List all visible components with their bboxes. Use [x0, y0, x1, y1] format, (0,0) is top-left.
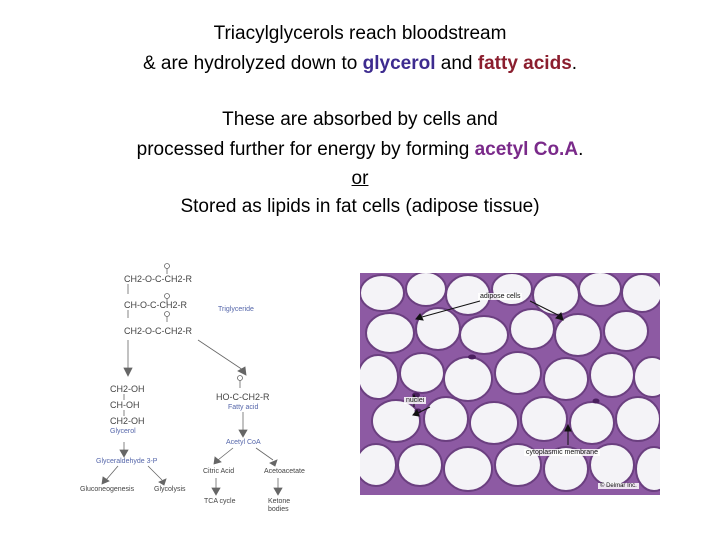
glyceraldehyde-label: Glyceraldehyde 3-P [96, 458, 158, 465]
tca-cycle-label: TCA cycle [204, 498, 236, 505]
nuclei-annotation: nuclei [404, 397, 427, 404]
text-segment: & are hydrolyzed down to [142, 53, 363, 74]
acetyl-coa-label: Acetyl CoA [226, 439, 261, 446]
text-segment: . [578, 139, 584, 160]
gluconeogenesis-label: Gluconeogenesis [80, 486, 135, 493]
glycerol-row-2: CH-OH [110, 400, 140, 410]
triglyceride-breakdown-diagram: CH2-O-C-CH2-R CH-O-C-CH2-R CH2-O-C-CH2-R… [78, 260, 358, 520]
glycerol-term: glycerol [362, 53, 436, 74]
fatty-acid-formula: HO-C-CH2-R [216, 392, 270, 402]
copyright-notice: © Delmar Inc. [598, 483, 639, 489]
text-segment: . [571, 53, 578, 74]
glycerol-row-1: CH2-OH [110, 384, 145, 394]
triglyceride-row-2: CH-O-C-CH2-R [124, 300, 187, 310]
cytoplasmic-membrane-annotation: cytoplasmic membrane [524, 449, 600, 456]
triglyceride-label: Triglyceride [218, 306, 254, 313]
or-connector: or [351, 168, 369, 189]
body-line-2: processed further for energy by forming … [0, 138, 720, 162]
acetoacetate-label: Acetoacetate [264, 468, 305, 475]
ketone-label: Ketone [268, 498, 291, 505]
adipose-tissue-micrograph: adipose cells nuclei cytoplasmic membran… [360, 273, 660, 495]
heading-line-2: & are hydrolyzed down to glycerol and fa… [0, 52, 720, 76]
body-line-1: These are absorbed by cells and [222, 109, 498, 130]
triglyceride-row-1: CH2-O-C-CH2-R [124, 274, 192, 284]
body-line-3: Stored as lipids in fat cells (adipose t… [180, 196, 540, 217]
glycerol-row-3: CH2-OH [110, 416, 145, 426]
acetyl-coa-term: acetyl Co.A [474, 139, 579, 160]
triglyceride-row-3: CH2-O-C-CH2-R [124, 326, 192, 336]
heading-line-1: Triacylglycerols reach bloodstream [213, 23, 507, 44]
citric-acid-label: Citric Acid [203, 468, 235, 475]
text-segment: processed further for energy by forming [136, 139, 475, 160]
glycerol-label: Glycerol [110, 428, 136, 435]
micrograph-cells [360, 273, 660, 495]
diagram-arrows [101, 263, 283, 496]
fatty-acid-label: Fatty acid [228, 404, 259, 411]
fatty-acids-term: fatty acids [477, 53, 572, 74]
adipose-cells-annotation: adipose cells [478, 293, 523, 300]
text-segment: and [435, 53, 478, 74]
glycolysis-label: Glycolysis [154, 486, 186, 493]
bodies-label: bodies [268, 506, 289, 513]
